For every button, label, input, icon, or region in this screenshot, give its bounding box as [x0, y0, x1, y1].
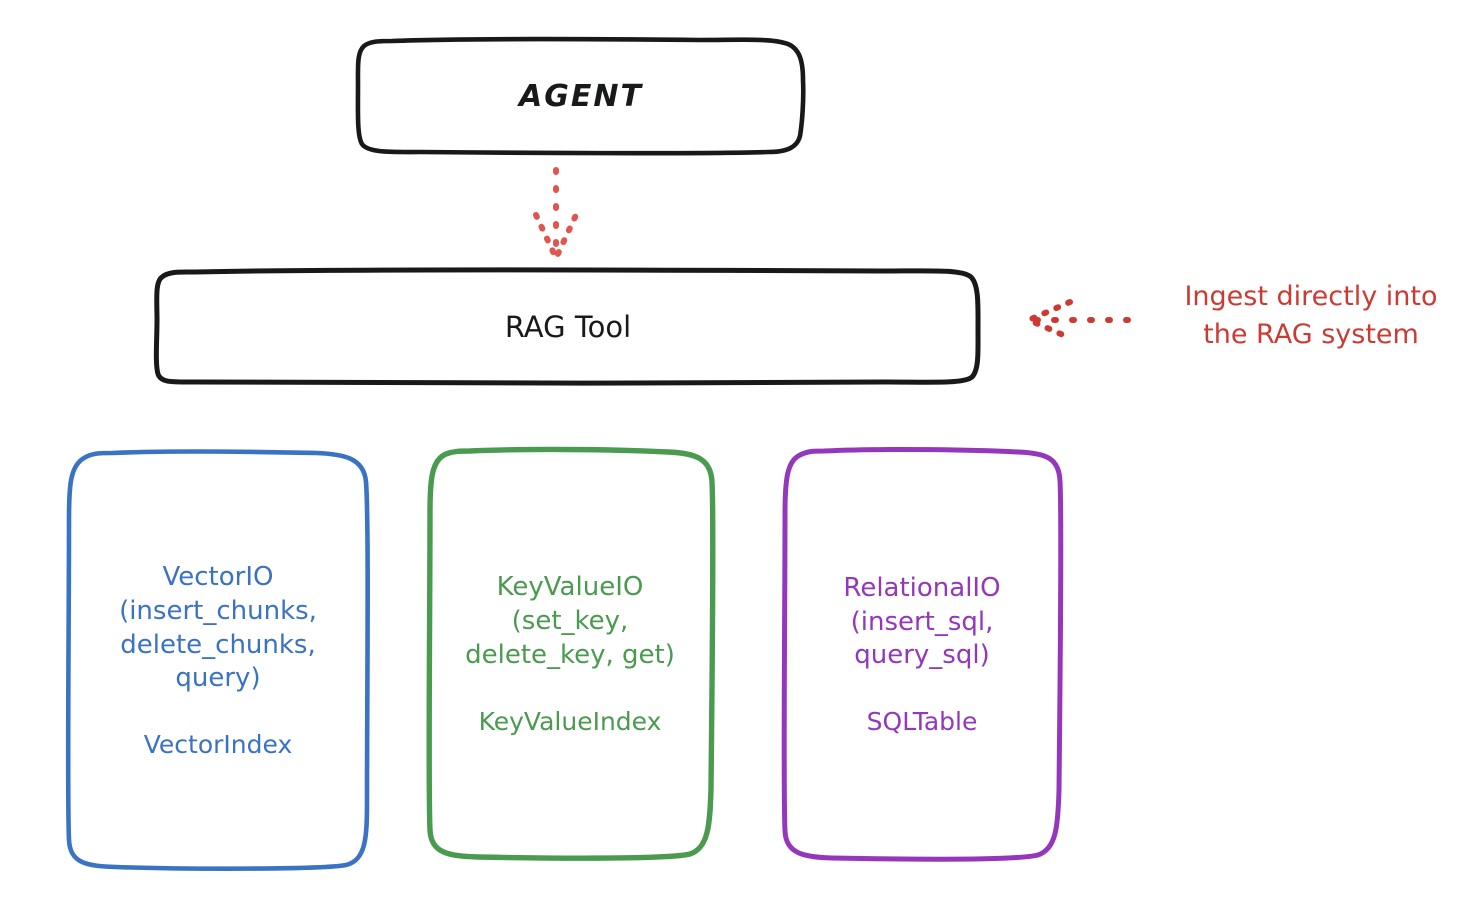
ingest-annotation-arrow	[1021, 299, 1131, 341]
relational-io-box-outline	[781, 446, 1064, 862]
keyvalue-io-box-outline	[426, 446, 716, 861]
vector-io-box-outline	[65, 449, 370, 871]
agent-to-rag-arrow	[533, 167, 579, 266]
rag-tool-box-outline	[153, 267, 981, 386]
agent-box-outline	[355, 36, 806, 156]
